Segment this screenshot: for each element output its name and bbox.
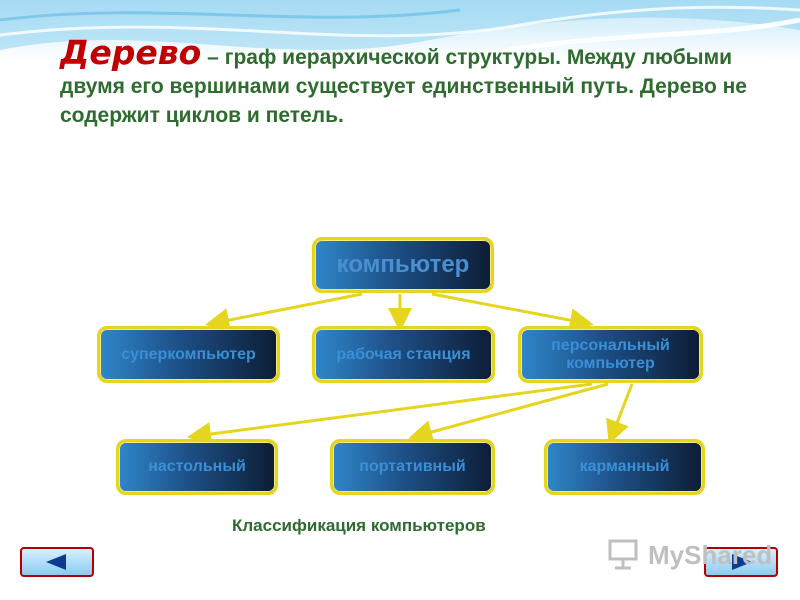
node-label: портативный	[359, 458, 466, 475]
node-handheld: карманный	[544, 439, 705, 495]
node-label: персональный компьютер	[551, 336, 670, 372]
edge-personal-desktop	[187, 382, 593, 446]
next-slide-button[interactable]	[704, 547, 778, 577]
node-workstation: рабочая станция	[312, 326, 495, 383]
diagram-caption: Классификация компьютеров	[232, 516, 486, 535]
edge-root-personal	[431, 292, 594, 332]
arrow-left-icon	[46, 554, 66, 570]
node-laptop: портативный	[330, 439, 495, 495]
node-root-label: компьютер	[336, 251, 470, 278]
node-root: компьютер	[312, 237, 494, 293]
node-label: карманный	[579, 458, 670, 475]
presentation-icon	[608, 539, 638, 570]
title-word: Дерево	[60, 33, 202, 72]
prev-slide-button[interactable]	[20, 547, 94, 577]
node-label: рабочая станция	[336, 345, 471, 363]
node-label: суперкомпьютер	[121, 345, 256, 363]
node-supercomputer: суперкомпьютер	[97, 326, 280, 383]
definition-body: – граф иерархической структуры. Между лю…	[60, 46, 747, 127]
node-label: настольный	[148, 458, 246, 475]
arrow-right-icon	[732, 554, 752, 570]
watermark: MyShared	[606, 536, 776, 576]
edge-personal-handheld	[606, 383, 634, 445]
node-personal-computer: персональный компьютер	[518, 326, 703, 383]
header-wave-decoration	[0, 0, 800, 73]
watermark-text: MyShared	[648, 540, 773, 570]
node-desktop: настольный	[116, 439, 278, 495]
edge-personal-laptop	[408, 382, 609, 444]
edge-root-super	[205, 292, 363, 332]
definition-text: Дерево – граф иерархической структуры. М…	[60, 36, 750, 130]
